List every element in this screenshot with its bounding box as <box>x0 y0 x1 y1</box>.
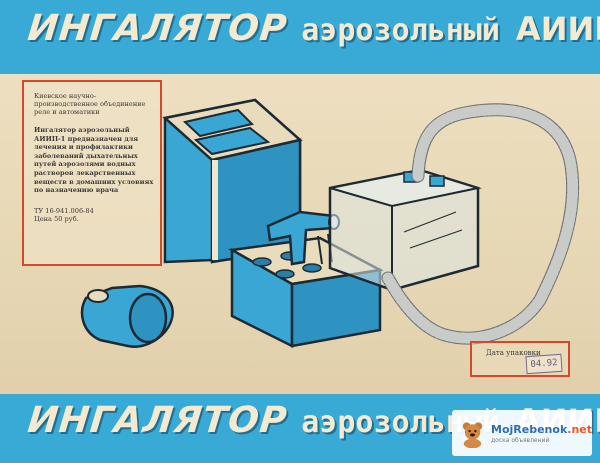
spec-code: ТУ 16-941.006-84 <box>34 206 94 215</box>
packing-date-box: Дата упаковки <box>470 341 570 377</box>
footer-title-main: ИНГАЛЯТОР <box>25 400 290 441</box>
info-box: Киевское научно-производственное объедин… <box>22 80 162 266</box>
header-title-sub: аэрозольный <box>301 13 500 48</box>
device-description: Ингалятор аэрозольный АИИП-1 предназначе… <box>34 126 154 195</box>
manufacturer-text: Киевское научно-производственное объедин… <box>34 92 146 116</box>
packing-date-label: Дата упаковки <box>486 349 541 357</box>
glass-container-icon <box>328 168 482 292</box>
teddy-bear-icon <box>462 422 483 448</box>
corrugated-hose-icon <box>381 103 580 345</box>
top-blue-band <box>0 0 600 74</box>
price-label: Цена 50 руб. <box>34 214 79 223</box>
packing-date-stamp: 04.92 <box>525 353 563 375</box>
watermark-subtitle: доска объявлений <box>491 436 550 444</box>
compressor-unit-icon <box>162 98 303 264</box>
face-mask-icon <box>80 284 174 348</box>
header-title: ИНГАЛЯТОР аэрозольный АИИП-1 <box>0 8 600 49</box>
site-watermark: MojRebenok.net доска объявлений <box>452 410 592 456</box>
header-title-model: АИИП-1 <box>515 10 600 48</box>
watermark-name: MojRebenok.net <box>491 422 592 436</box>
